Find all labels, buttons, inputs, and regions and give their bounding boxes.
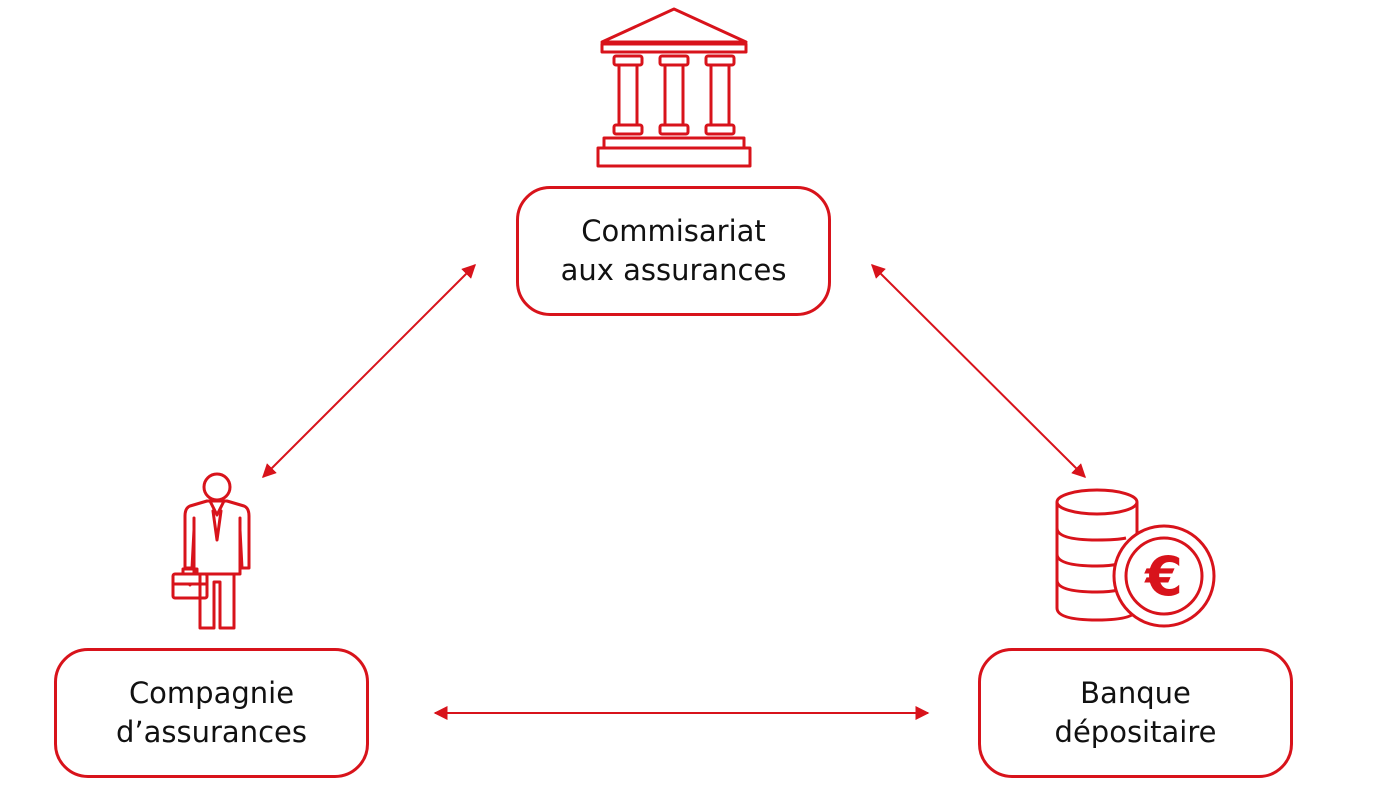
- node-regulator: Commisariat aux assurances: [516, 186, 831, 316]
- node-insurer: Compagnie d’assurances: [54, 648, 369, 778]
- arrow-regulator-bank: [871, 264, 1086, 478]
- node-bank: Banque dépositaire: [978, 648, 1293, 778]
- node-regulator-line2: aux assurances: [560, 253, 787, 287]
- euro-coins-icon: €: [1055, 488, 1216, 628]
- node-bank-line2: dépositaire: [1054, 715, 1217, 749]
- node-regulator-line1: Commisariat: [581, 214, 766, 248]
- node-insurer-line1: Compagnie: [128, 676, 295, 710]
- businessman-briefcase-icon: [171, 472, 251, 630]
- svg-text:€: €: [1143, 545, 1183, 608]
- government-building-icon: [596, 7, 752, 168]
- node-insurer-line2: d’assurances: [116, 715, 307, 749]
- node-bank-line1: Banque: [1080, 676, 1191, 710]
- arrow-regulator-insurer: [262, 264, 476, 478]
